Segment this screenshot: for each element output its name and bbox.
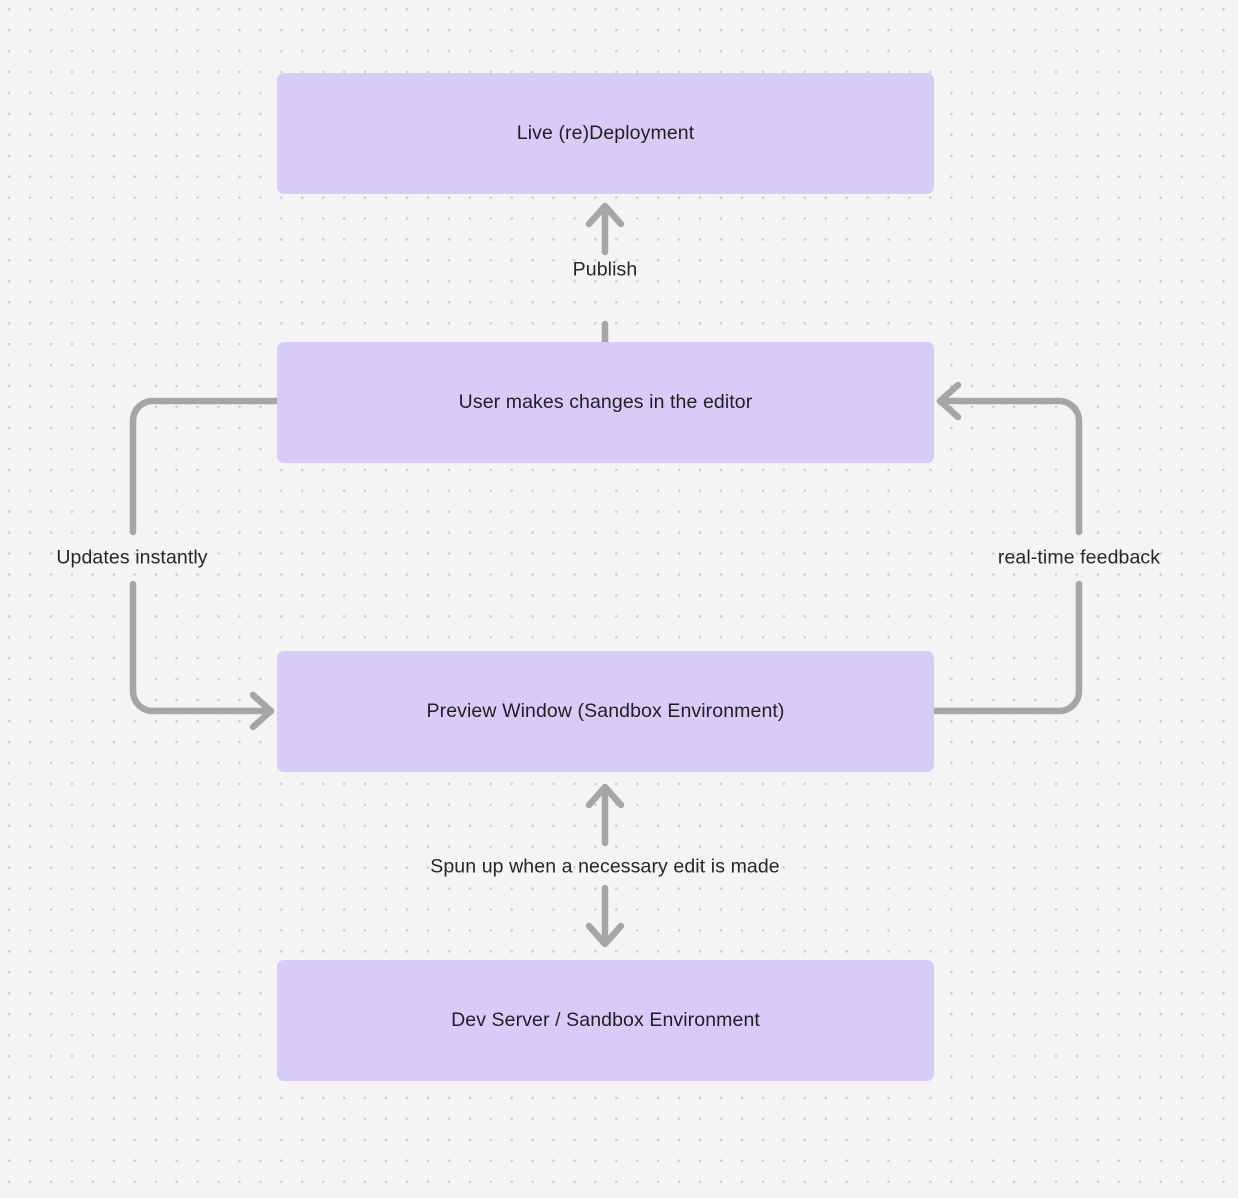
edge-label-real-time-feedback: real-time feedback [997,546,1161,569]
node-label: Preview Window (Sandbox Environment) [426,699,785,722]
edge-label-publish: Publish [572,258,638,281]
edge-label-spun-up: Spun up when a necessary edit is made [430,855,780,878]
node-user-edits[interactable]: User makes changes in the editor [277,342,934,463]
node-dev-server[interactable]: Dev Server / Sandbox Environment [277,960,934,1081]
node-label: Dev Server / Sandbox Environment [451,1008,760,1031]
edge-label-updates-instantly: Updates instantly [56,546,208,569]
node-label: User makes changes in the editor [458,390,753,413]
node-preview-window[interactable]: Preview Window (Sandbox Environment) [277,651,934,772]
node-label: Live (re)Deployment [516,121,695,144]
node-live-deployment[interactable]: Live (re)Deployment [277,73,934,194]
